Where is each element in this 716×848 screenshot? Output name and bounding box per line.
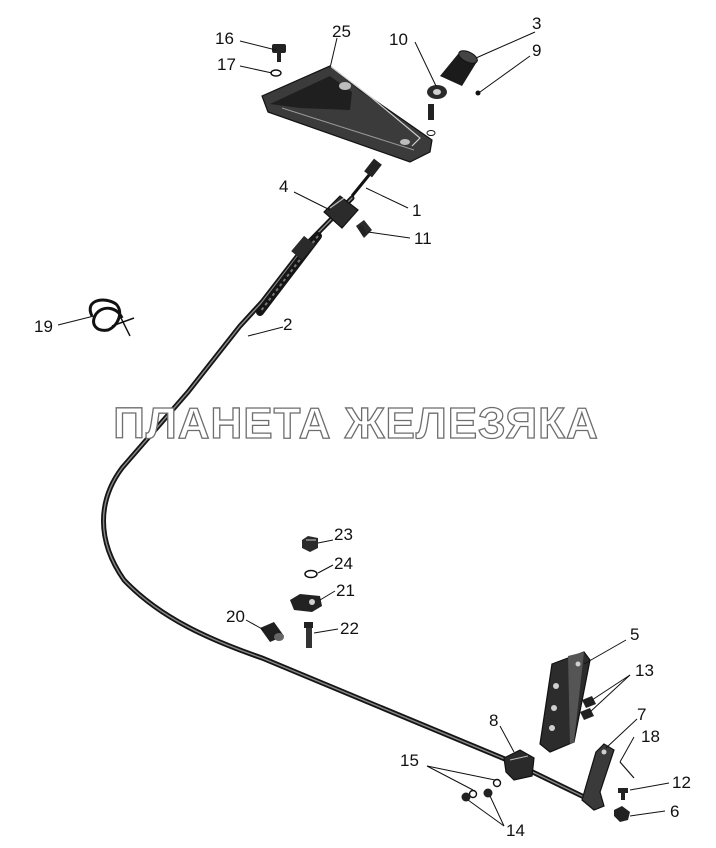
nut: [427, 85, 447, 99]
callout-25: 25: [332, 22, 351, 41]
washer: [468, 789, 478, 799]
callout-22: 22: [340, 619, 359, 638]
callout-11: 11: [414, 229, 432, 248]
callout-7: 7: [637, 705, 646, 724]
nut: [302, 536, 318, 552]
washer: [270, 69, 282, 77]
rod: [619, 761, 635, 779]
callout-labels: 16 17 25 10 3 9 4 1 11 2 19 23 24 21 20 …: [34, 14, 691, 840]
lever-clamp: [290, 594, 322, 612]
callout-4: 4: [279, 177, 288, 196]
callout-16: 16: [215, 29, 234, 48]
bushing: [260, 622, 284, 642]
nut: [483, 788, 493, 798]
callout-2: 2: [283, 315, 292, 334]
sleeve: [440, 50, 478, 86]
callout-15: 15: [400, 751, 419, 770]
callout-6: 6: [670, 802, 679, 821]
callout-20: 20: [226, 607, 245, 626]
screw: [618, 788, 628, 800]
callout-23: 23: [334, 525, 353, 544]
callout-12: 12: [672, 773, 691, 792]
callout-17: 17: [217, 55, 236, 74]
callout-13: 13: [635, 661, 654, 680]
callout-5: 5: [630, 625, 639, 644]
bolt: [272, 44, 286, 62]
cable-holder: [503, 749, 535, 781]
watermark: ПЛАНЕТА ЖЕЛЕЗЯКА: [113, 399, 599, 448]
callout-14: 14: [506, 821, 525, 840]
throttle-lever: [581, 743, 615, 811]
washer: [492, 778, 502, 788]
mounting-bracket: [539, 651, 591, 753]
callout-19: 19: [34, 317, 53, 336]
stud: [428, 104, 434, 120]
leader-lines: [57, 31, 670, 827]
pin-bolt: [304, 622, 313, 648]
callout-1: 1: [412, 201, 421, 220]
callout-21: 21: [336, 581, 355, 600]
cable-inner-wire: [350, 158, 382, 197]
pin: [475, 90, 481, 96]
callout-9: 9: [532, 41, 541, 60]
cable-fitting: [291, 235, 315, 261]
throttle-cable: [101, 195, 585, 799]
nut: [461, 792, 471, 802]
callout-18: 18: [641, 727, 660, 746]
callout-10: 10: [389, 30, 408, 49]
nut: [614, 806, 630, 822]
cable-clamp: [323, 195, 359, 229]
screw: [356, 220, 372, 238]
washer: [304, 569, 318, 579]
callout-3: 3: [532, 14, 541, 33]
callout-8: 8: [489, 711, 498, 730]
washer: [426, 130, 436, 136]
spring-clip: [88, 298, 135, 337]
pedal-bracket: [261, 65, 433, 163]
callout-24: 24: [334, 554, 353, 573]
